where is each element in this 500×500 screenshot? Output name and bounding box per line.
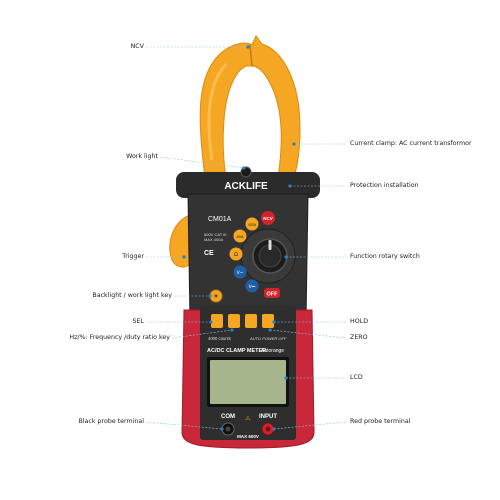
callout-hz-key: Hz/%: Frequency /duty ratio key xyxy=(69,334,170,341)
dial-seg-ohm[interactable] xyxy=(229,247,243,261)
dial-off-label: OFF xyxy=(267,292,279,298)
callout-lcd: LCD xyxy=(350,374,363,381)
dot-hold xyxy=(272,320,276,324)
dot-lcd xyxy=(284,376,288,380)
callout-sel: SEL xyxy=(132,318,144,325)
clamp-jaw-split xyxy=(249,44,253,67)
callout-work-light: Work light xyxy=(126,153,158,160)
zero-key[interactable] xyxy=(262,314,274,328)
max-voltage-label: MAX 600V xyxy=(237,434,259,439)
counts-label: 4000 counts xyxy=(208,336,231,341)
hz-key[interactable] xyxy=(228,314,240,328)
dial-label-ohm: Ω xyxy=(234,252,238,258)
callout-protection: Protection installation xyxy=(350,182,419,189)
dial-label-400a: 400A xyxy=(248,223,257,227)
auto-power-off-label: AUTO POWER OFF xyxy=(249,336,287,341)
protection-guard xyxy=(176,172,320,198)
callout-backlight-key: Backlight / work light key xyxy=(92,292,172,299)
callout-ncv: NCV xyxy=(130,43,144,50)
dot-function-switch xyxy=(284,255,288,259)
sun-icon: ☀ xyxy=(213,293,219,301)
callout-red-probe: Red probe terminal xyxy=(350,418,411,425)
clamp-jaw-highlight xyxy=(207,62,228,161)
panel-title: AC/DC CLAMP METER xyxy=(207,348,266,354)
dot-red-probe xyxy=(272,427,276,431)
dot-ncv xyxy=(246,45,250,49)
brand-logo: ACKLIFE xyxy=(224,181,268,192)
dial-seg-vac[interactable] xyxy=(233,265,247,279)
leader-work-light xyxy=(159,156,245,169)
dot-current-clamp xyxy=(292,142,296,146)
dial-seg-ncv[interactable] xyxy=(261,211,275,225)
black-probe-socket xyxy=(225,426,231,432)
callout-current-clamp: Current clamp: AC current transformor xyxy=(350,140,472,147)
clamp-jaw-outer xyxy=(199,35,301,179)
dial-ncv-label: NCV xyxy=(263,216,273,221)
rotary-knob-pointer xyxy=(268,240,272,250)
ce-mark: CE xyxy=(204,250,214,257)
rating-line-1: 600V CAT III xyxy=(204,232,227,237)
dot-black-probe xyxy=(220,427,224,431)
hold-key[interactable] xyxy=(245,314,257,328)
sel-key[interactable] xyxy=(211,314,223,328)
meter-lower-body: 4000 counts AUTO POWER OFF AC/DC CLAMP M… xyxy=(181,306,315,449)
function-selector: OFF NCV 40A 400A Ω V~ V⎓ xyxy=(229,211,296,298)
dial-label-vac: V~ xyxy=(237,270,244,276)
lcd-screen xyxy=(210,360,286,404)
leader-black-probe xyxy=(145,421,223,430)
dial-label-40a: 40A xyxy=(236,234,243,239)
red-probe-socket xyxy=(265,426,271,432)
dot-sel xyxy=(209,320,213,324)
leader-lines xyxy=(145,46,347,430)
input-label: INPUT xyxy=(259,414,277,420)
dot-work-light xyxy=(242,166,246,170)
dial-seg-40a[interactable] xyxy=(233,229,247,243)
dial-seg-vdc[interactable] xyxy=(245,279,259,293)
autorange-label: Autorange xyxy=(261,348,284,354)
com-label: COM xyxy=(221,414,235,420)
leader-zero xyxy=(269,329,347,339)
dot-trigger xyxy=(182,255,186,259)
leader-dots xyxy=(182,45,296,431)
leader-red-probe xyxy=(273,421,347,430)
dot-backlight xyxy=(208,294,212,298)
dot-hz xyxy=(230,328,234,332)
dial-seg-400a[interactable] xyxy=(245,217,259,231)
callout-hold: HOLD xyxy=(350,318,369,325)
dot-protection xyxy=(288,184,292,188)
warning-icon: ⚠ xyxy=(245,415,251,422)
callout-function-switch: Function rotary switch xyxy=(350,253,420,260)
callout-zero: ZERO xyxy=(350,334,368,341)
model-label: CM01A xyxy=(208,216,232,223)
dot-zero xyxy=(268,328,272,332)
dial-off-badge[interactable] xyxy=(264,288,280,298)
clamp-jaws xyxy=(199,35,301,179)
dial-label-vdc: V⎓ xyxy=(249,284,256,290)
callout-black-probe: Black probe terminal xyxy=(78,418,144,425)
rating-line-2: MAX 400A xyxy=(204,237,223,242)
leader-hz xyxy=(171,329,233,339)
callout-trigger: Trigger xyxy=(122,253,144,260)
